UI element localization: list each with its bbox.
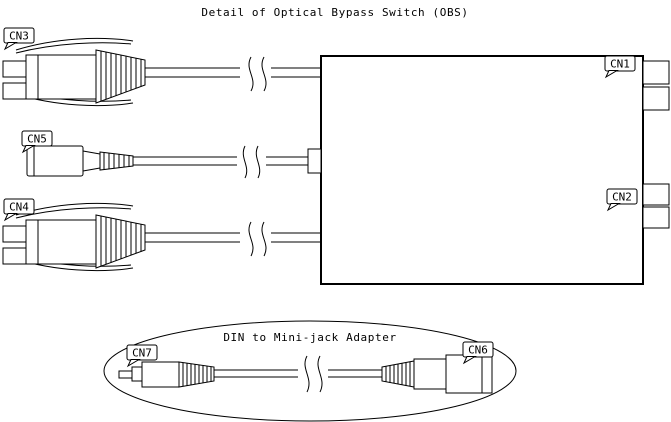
obs-body [320, 55, 644, 285]
boot-ribs [100, 51, 142, 101]
tag-pointer [462, 356, 477, 365]
tag-text: CN6 [468, 344, 488, 357]
cn2-label-tag: CN2 [606, 188, 638, 212]
cn5-label-tag: CN5 [21, 130, 53, 154]
cn6-minijack-plug [381, 354, 493, 394]
tag-pointer [3, 42, 18, 51]
cable [133, 145, 308, 179]
tag-box [3, 198, 35, 215]
ferrule-key [2, 82, 27, 100]
adapter-caption: DIN to Mini-jack Adapter [223, 331, 396, 344]
tag-pointer [3, 213, 18, 222]
plug-body [141, 361, 180, 388]
boot-ribs [385, 362, 411, 386]
boot-ribs [182, 363, 212, 386]
cn1-label-tag: CN1 [604, 55, 636, 79]
box-inlet-port [307, 148, 322, 174]
cable-break [255, 145, 261, 179]
adapter-detail: DIN to Mini-jack Adapter [103, 320, 517, 422]
cn7-label-tag: CN7 [126, 344, 158, 368]
din-pin [118, 370, 133, 379]
tag-text: CN7 [132, 347, 152, 360]
cn2-port [642, 183, 670, 229]
tag-box [126, 344, 158, 361]
cn6-label-tag: CN6 [462, 341, 494, 365]
boot-ribs [103, 153, 130, 169]
adapter-ellipse [103, 320, 517, 422]
din-collar [131, 366, 143, 382]
cn3-label-tag: CN3 [3, 27, 35, 51]
tag-box [21, 130, 53, 147]
tag-pointer [21, 145, 36, 154]
obs-switch-box [320, 55, 670, 285]
tag-text: CN4 [9, 201, 29, 214]
cn4-fiber-connector [2, 202, 322, 272]
tag-box [604, 55, 636, 72]
adapter-cable [214, 355, 382, 393]
jack-sleeve [445, 354, 493, 394]
ribbed-boot [178, 361, 215, 388]
cn3-fiber-connector [2, 37, 321, 107]
tag-box [3, 27, 35, 44]
strain-whisker [15, 42, 132, 54]
ribbed-boot [99, 151, 134, 171]
cable-break [317, 355, 323, 393]
cn4-label-tag: CN4 [3, 198, 35, 222]
cable-break [304, 355, 310, 393]
tag-text: CN3 [9, 30, 29, 43]
tag-pointer [126, 359, 141, 368]
cable-break [248, 56, 254, 92]
connector-body [26, 145, 84, 177]
cable-break [261, 56, 267, 92]
cable-break [242, 145, 248, 179]
cn1-port [642, 60, 670, 111]
strain-whisker [15, 37, 134, 51]
cable [145, 56, 321, 92]
plug-body [413, 358, 447, 390]
tag-box [606, 188, 638, 205]
tag-pointer [604, 70, 619, 79]
connector-body [25, 54, 97, 100]
cn5-connector [26, 145, 322, 179]
tag-box [462, 341, 494, 358]
cn7-din-plug [118, 361, 215, 388]
tag-text: CN5 [27, 133, 47, 146]
diagram-title: Detail of Optical Bypass Switch (OBS) [201, 6, 468, 19]
ferrule-key [2, 60, 27, 78]
tag-pointer [606, 203, 621, 212]
tag-text: CN1 [610, 58, 630, 71]
tag-text: CN2 [612, 191, 632, 204]
